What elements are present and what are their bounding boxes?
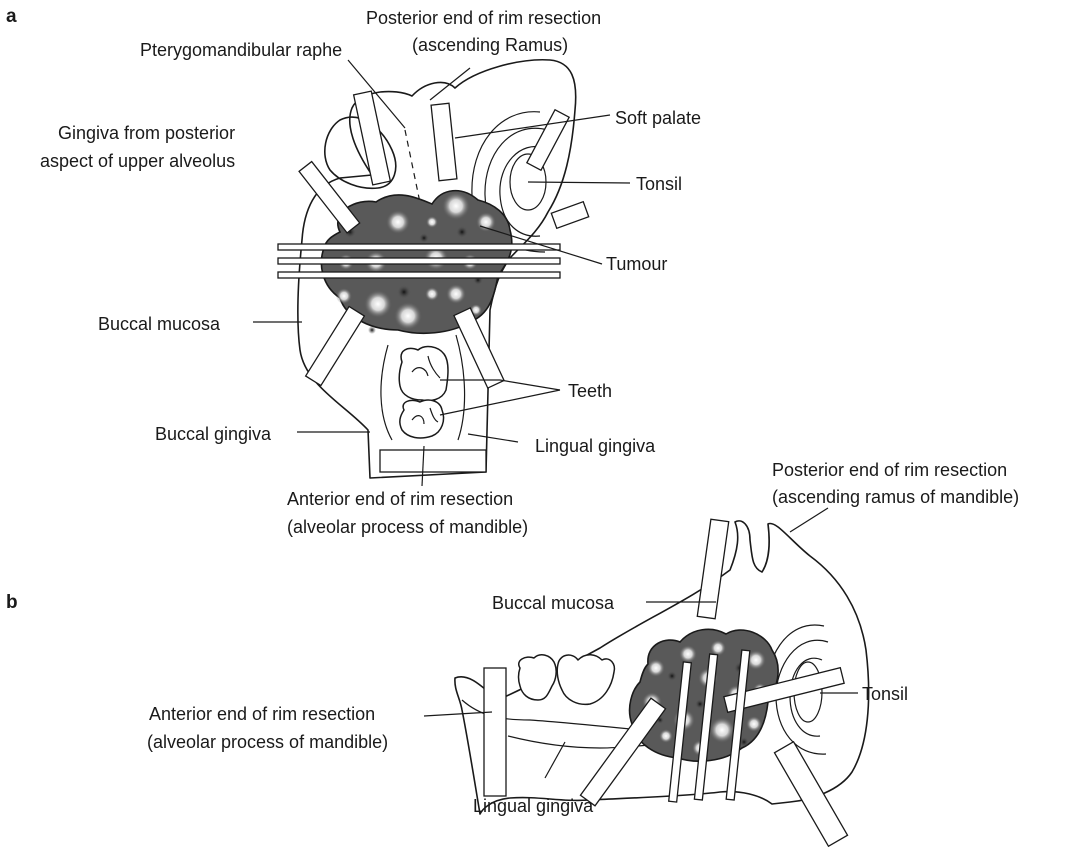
tumour-light-nodule [647, 659, 665, 677]
panel-b-tooth-2 [557, 655, 614, 705]
tumour-dark-spot [368, 326, 376, 334]
tumour-light-nodule [364, 290, 392, 318]
label-a-tumour: Tumour [606, 254, 667, 274]
label-a-posterior-end-1: Posterior end of rim resection [366, 8, 601, 28]
panel-a-letter: a [6, 6, 17, 27]
label-a-posterior-end-2: (ascending Ramus) [412, 35, 568, 55]
tumour-light-nodule [679, 645, 697, 663]
label-b-buccal-mucosa: Buccal mucosa [492, 593, 615, 613]
label-a-lingual-gingiva: Lingual gingiva [535, 436, 656, 456]
label-b-tonsil: Tonsil [862, 684, 908, 704]
tumour-dark-spot [667, 671, 677, 681]
tumour-light-nodule [426, 216, 438, 228]
tumour-light-nodule [442, 192, 470, 220]
label-a-gingiva-2: aspect of upper alveolus [40, 151, 235, 171]
tumour-light-nodule [709, 717, 735, 743]
panel-b-letter: b [6, 592, 18, 613]
panel-a-drawing [253, 60, 630, 486]
tumour-dark-spot [419, 233, 429, 243]
panel-a-suture-bars [278, 244, 560, 278]
tumour-light-nodule [746, 716, 762, 732]
tumour-light-nodule [336, 288, 352, 304]
label-b-anterior-end-1: Anterior end of rim resection [149, 704, 375, 724]
label-b-posterior-end-1: Posterior end of rim resection [772, 460, 1007, 480]
tumour-light-nodule [425, 287, 439, 301]
label-a-teeth: Teeth [568, 381, 612, 401]
panel-b-tooth-1 [519, 655, 557, 700]
tumour-dark-spot [397, 285, 411, 299]
label-b-posterior-end-2: (ascending ramus of mandible) [772, 487, 1019, 507]
tumour-light-nodule [394, 302, 422, 330]
panel-a-alveolus-line-left [381, 345, 392, 440]
label-a-anterior-end-1: Anterior end of rim resection [287, 489, 513, 509]
panel-a-alveolus-line-right [456, 335, 465, 440]
label-a-anterior-end-2: (alveolar process of mandible) [287, 517, 528, 537]
tumour-light-nodule [446, 284, 466, 304]
panel-a-teeth [399, 347, 448, 438]
label-a-pterygomandibular-raphe: Pterygomandibular raphe [140, 40, 342, 60]
panel-a-tooth-upper [399, 347, 448, 401]
tumour-light-nodule [659, 729, 673, 743]
label-a-tonsil: Tonsil [636, 174, 682, 194]
label-b-lingual-gingiva: Lingual gingiva [473, 796, 594, 816]
label-a-buccal-mucosa: Buccal mucosa [98, 314, 221, 334]
panel-a-tooth-lower [400, 400, 444, 438]
label-a-buccal-gingiva: Buccal gingiva [155, 424, 272, 444]
tumour-light-nodule [386, 210, 410, 234]
tumour-light-nodule [476, 212, 496, 232]
label-b-anterior-end-2: (alveolar process of mandible) [147, 732, 388, 752]
panel-b-teeth [519, 655, 615, 705]
tumour-light-nodule [710, 640, 726, 656]
label-a-gingiva-1: Gingiva from posterior [58, 123, 235, 143]
tumour-dark-spot [456, 226, 468, 238]
label-a-soft-palate: Soft palate [615, 108, 701, 128]
